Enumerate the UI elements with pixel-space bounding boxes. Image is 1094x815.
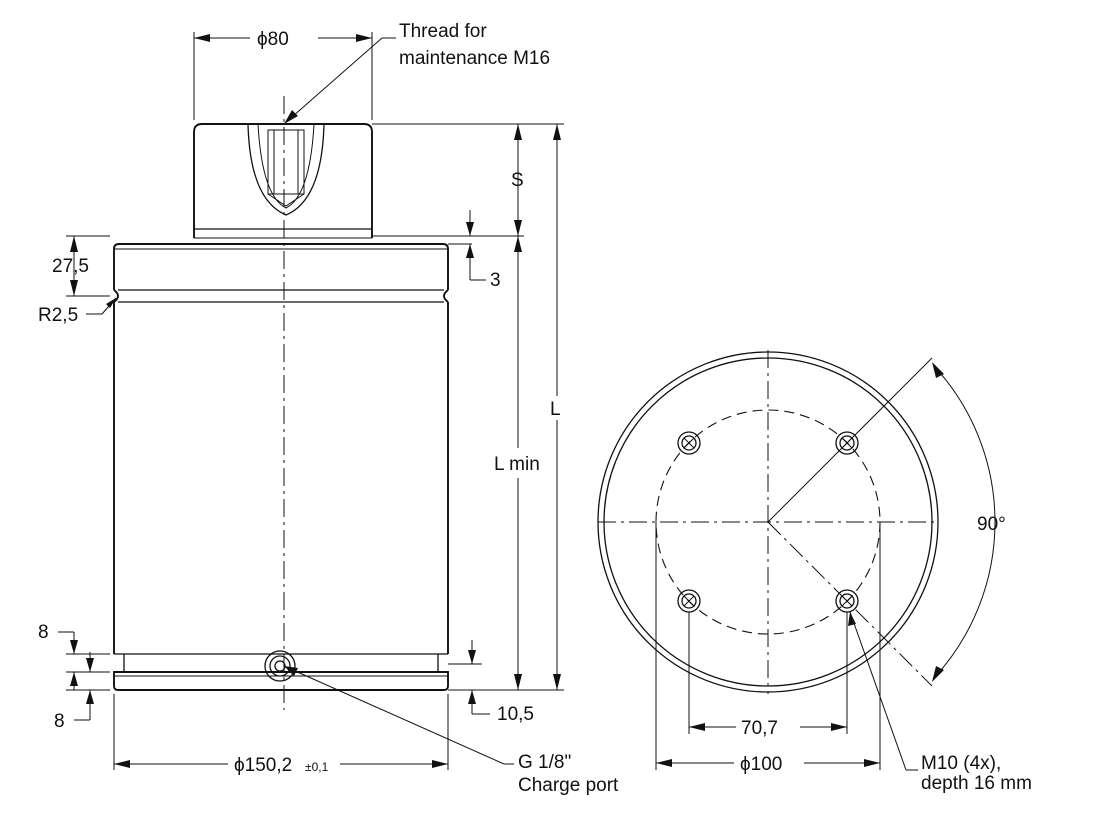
- top-groove-height-label: 27,5: [52, 256, 89, 277]
- side-view: ϕ80 Thread for maintenance M16 L S: [38, 21, 619, 796]
- piston-rod: [193, 123, 373, 239]
- hole-spacing-label: 70,7: [741, 718, 778, 739]
- min-length-label: L min: [494, 454, 540, 475]
- thread-callout: Thread for maintenance M16: [283, 21, 550, 125]
- body-diameter-tolerance: ±0,1: [305, 760, 329, 774]
- pitch-diameter-label: ϕ100: [740, 754, 782, 775]
- total-length-dimension: L: [550, 124, 561, 690]
- angle-dimension: 90°: [767, 357, 1006, 687]
- hole-callout-line1: M10 (4x),: [921, 753, 1001, 774]
- charge-port-line1: G 1/8": [518, 752, 571, 773]
- stroke-dimension: L S: [511, 124, 524, 236]
- hole-callout: M10 (4x), depth 16 mm: [848, 611, 1032, 794]
- groove-depth-label: 3: [490, 270, 501, 291]
- total-length-label: L: [550, 399, 561, 420]
- bottom-groove-top-label: 8: [38, 622, 49, 643]
- angle-label: 90°: [977, 514, 1006, 535]
- cylinder-body: [113, 243, 449, 691]
- pitch-diameter-dimension: ϕ100: [655, 522, 881, 775]
- hole-bottom-left: [677, 589, 701, 613]
- hole-top-left: [677, 431, 701, 455]
- groove-radius-label: R2,5: [38, 305, 78, 326]
- thread-callout-line1: Thread for: [399, 21, 487, 42]
- charge-port: [264, 650, 296, 682]
- bottom-groove-bottom-label: 8: [54, 711, 65, 732]
- min-length-dimension: L min: [494, 236, 540, 690]
- body-diameter-label: ϕ150,2: [234, 755, 292, 776]
- charge-port-line2: Charge port: [518, 775, 619, 796]
- base-offset-dimension: 10,5: [468, 640, 534, 725]
- hole-callout-line2: depth 16 mm: [921, 773, 1032, 794]
- body-diameter-dimension: ϕ150,2 ±0,1: [113, 694, 449, 776]
- groove-radius-callout: R2,5: [38, 297, 117, 326]
- bottom-groove-dimensions: 8 8: [38, 622, 110, 732]
- top-diameter-label: ϕ80: [257, 29, 289, 50]
- mounting-holes: [677, 431, 859, 613]
- charge-port-callout: G 1/8" Charge port: [283, 665, 619, 796]
- bottom-view: 90° 70,7 ϕ100 M10 (4x),: [597, 350, 1032, 794]
- base-offset-label: 10,5: [497, 704, 534, 725]
- top-diameter-dimension: ϕ80: [193, 29, 373, 120]
- top-groove-height-dimension: 27,5: [52, 235, 110, 297]
- groove-depth-dimension: 3: [466, 210, 501, 291]
- stroke-s-label: S: [511, 170, 524, 191]
- hole-spacing-dimension: 70,7: [688, 612, 848, 739]
- thread-callout-line2: maintenance M16: [399, 48, 550, 69]
